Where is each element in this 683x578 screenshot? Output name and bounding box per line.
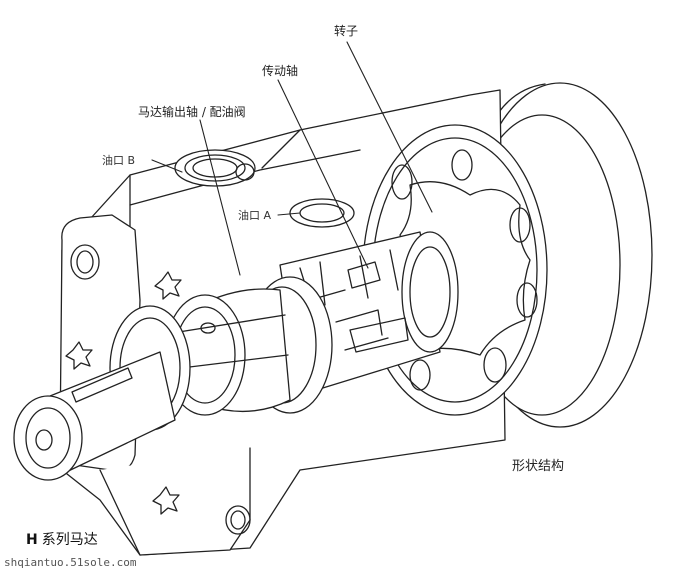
drive-shaft-label: 传动轴 — [262, 64, 299, 78]
rotor-leader — [346, 41, 433, 213]
leader-lines — [151, 41, 433, 276]
rotor-label: 转子 — [334, 24, 359, 38]
port-b-label: 油口 B — [102, 154, 136, 167]
output-shaft-valve-label: 马达输出轴 / 配油阀 — [138, 105, 246, 119]
series-name: 系列马达 — [41, 532, 98, 548]
port-b-leader — [151, 159, 183, 173]
port-a-leader — [277, 212, 301, 216]
port-b-fitting — [174, 149, 256, 187]
form-structure-label: 形状结构 — [512, 459, 565, 474]
watermark: shqiantuo.51sole.com — [4, 556, 137, 569]
drive-shaft-leader — [277, 79, 369, 269]
port-a-label: 油口 A — [238, 209, 272, 222]
output-shaft-valve-leader — [199, 119, 241, 276]
output-shaft — [13, 351, 176, 481]
series-letter: H — [26, 532, 38, 548]
